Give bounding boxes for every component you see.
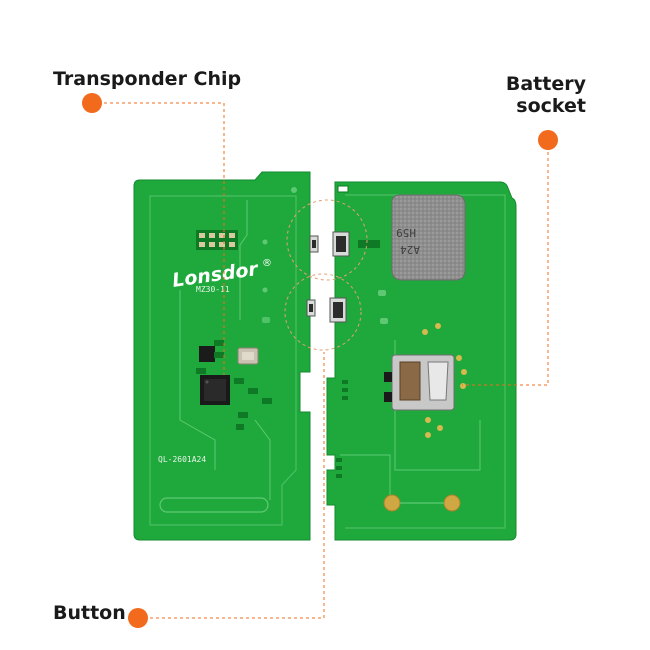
button-switch-bottom xyxy=(306,297,347,323)
button-callout-dot-icon xyxy=(128,608,148,628)
right-pcb: H59 A24 xyxy=(306,181,517,541)
transponder-chip xyxy=(200,375,230,405)
battery-callout-dot-icon xyxy=(538,130,558,150)
button-leader xyxy=(138,352,325,619)
transponder-leader xyxy=(92,102,225,375)
left-pcb: Lonsdor ® MZ30-11 QL-2601A24 xyxy=(133,171,311,541)
battery-socket-label: Battery socket xyxy=(466,73,586,117)
battery-marking-1: H59 xyxy=(396,226,416,239)
metal-clip-connector xyxy=(384,354,455,411)
contact-pad-right xyxy=(443,494,461,512)
left-pcb-slot xyxy=(159,497,269,513)
registered-mark-icon: ® xyxy=(262,258,272,269)
battery-label-line2: socket xyxy=(516,95,586,117)
small-ic xyxy=(199,346,215,362)
highlight-circle-top-button xyxy=(286,199,368,281)
transponder-callout-dot-icon xyxy=(82,93,102,113)
button-switch-top xyxy=(309,231,350,257)
battery-marking-2: A24 xyxy=(400,243,420,256)
button-label: Button xyxy=(53,602,126,624)
battery-label-line1: Battery xyxy=(505,73,586,95)
battery-socket: H59 A24 xyxy=(391,194,466,281)
resistor-cluster xyxy=(196,230,238,250)
model-code: MZ30-11 xyxy=(196,285,230,294)
transponder-chip-label: Transponder Chip xyxy=(53,68,242,90)
battery-leader xyxy=(462,140,549,386)
part-code: QL-2601A24 xyxy=(158,455,206,464)
contact-pad-left xyxy=(383,494,401,512)
highlight-circle-bottom-button xyxy=(284,273,362,351)
leader-lines xyxy=(92,102,549,619)
